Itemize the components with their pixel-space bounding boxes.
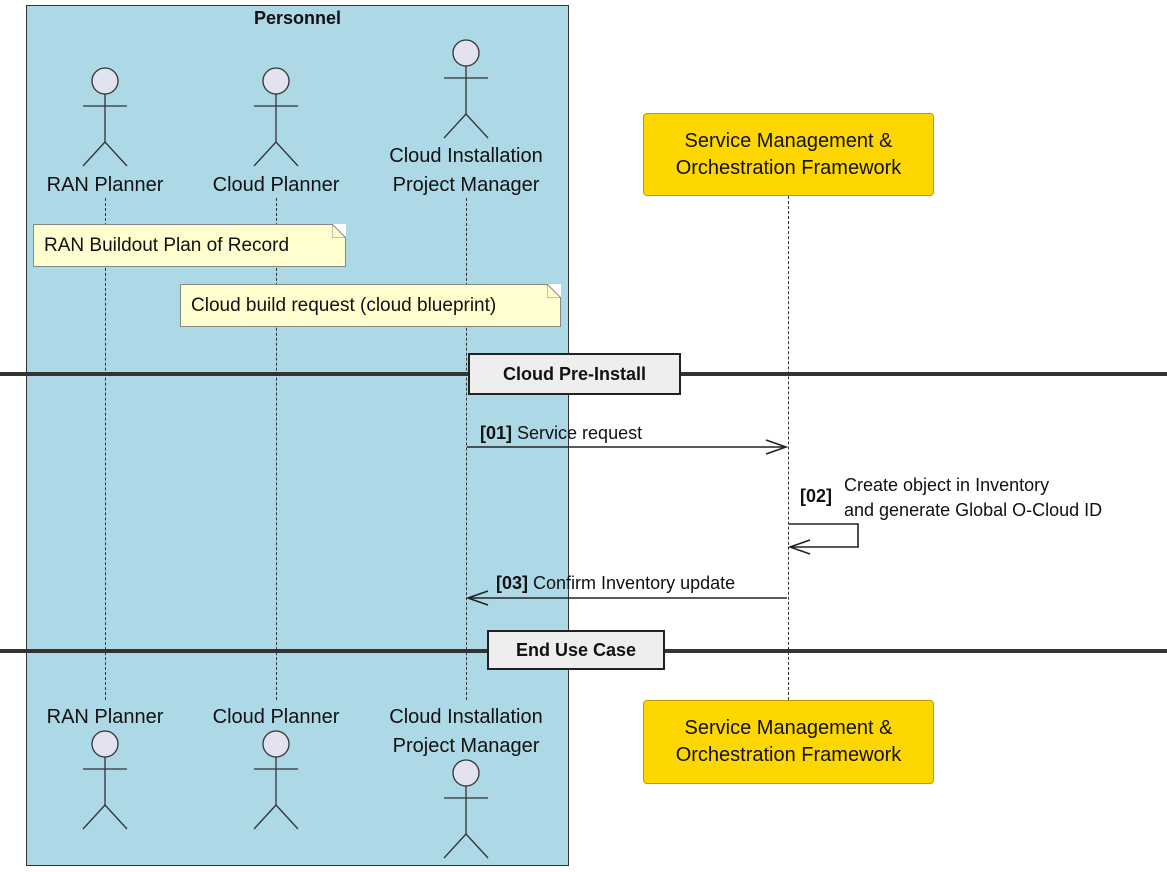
lifeline-cloud-installation-pm bbox=[466, 198, 467, 700]
message-step: [01] bbox=[480, 423, 513, 443]
message-02-label: Create object in Inventory and generate … bbox=[844, 473, 1102, 523]
message-03-label: [03] Confirm Inventory update bbox=[496, 573, 735, 594]
actor-figure-cloud-planner-bottom bbox=[253, 730, 299, 830]
message-text: Confirm Inventory update bbox=[533, 573, 736, 593]
note-fold-icon bbox=[547, 284, 561, 298]
participant-label-line1: Service Management & bbox=[684, 717, 893, 739]
message-text-line2: and generate Global O-Cloud ID bbox=[844, 500, 1103, 520]
message-text-line1: Create object in Inventory bbox=[844, 475, 1050, 495]
actor-figure-cloud-planner-top bbox=[253, 67, 299, 167]
participant-label-line1: Service Management & bbox=[684, 129, 893, 152]
divider-cloud-pre-install: Cloud Pre-Install bbox=[468, 353, 681, 395]
message-01-label: [01] Service request bbox=[480, 423, 642, 444]
actor-label-line2: Project Manager bbox=[392, 735, 540, 757]
actor-figure-cloud-installation-pm-bottom bbox=[443, 759, 489, 859]
note-text: Cloud build request (cloud blueprint) bbox=[191, 294, 497, 316]
note-text: RAN Buildout Plan of Record bbox=[44, 234, 290, 256]
note-fold-icon bbox=[332, 224, 346, 238]
message-text: Service request bbox=[517, 423, 643, 443]
lifeline-ran-planner bbox=[105, 198, 106, 700]
participant-label-line2: Orchestration Framework bbox=[675, 156, 902, 179]
participant-smo-framework-bottom: Service Management & Orchestration Frame… bbox=[643, 700, 934, 784]
lifeline-smo-framework bbox=[788, 196, 789, 700]
participant-label-line2: Orchestration Framework bbox=[675, 744, 902, 766]
participant-smo-framework-top: Service Management & Orchestration Frame… bbox=[643, 113, 934, 196]
divider-end-use-case: End Use Case bbox=[487, 630, 665, 670]
actor-label-cloud-installation-pm-top: Cloud Installation Project Manager bbox=[356, 142, 576, 200]
actor-figure-ran-planner-top bbox=[82, 67, 128, 167]
actor-label-cloud-planner-top: Cloud Planner bbox=[212, 174, 340, 196]
personnel-group-box bbox=[26, 5, 569, 866]
arrow-create-object bbox=[789, 523, 859, 548]
arrow-head-confirm-inventory bbox=[465, 590, 489, 606]
arrow-head-create-object bbox=[787, 539, 811, 555]
actor-figure-ran-planner-bottom bbox=[82, 730, 128, 830]
personnel-group-title: Personnel bbox=[253, 8, 342, 28]
actor-figure-cloud-installation-pm-top bbox=[443, 39, 489, 139]
actor-label-cloud-installation-pm-bottom: Cloud Installation Project Manager bbox=[356, 703, 576, 761]
actor-label-line1: Cloud Installation bbox=[389, 145, 543, 167]
actor-label-line1: Cloud Installation bbox=[389, 706, 543, 728]
arrow-head-service-request bbox=[765, 439, 789, 455]
actor-label-ran-planner-top: RAN Planner bbox=[46, 174, 164, 196]
message-02-step: [02] bbox=[800, 486, 833, 506]
actor-label-ran-planner-bottom: RAN Planner bbox=[46, 706, 164, 728]
actor-label-cloud-planner-bottom: Cloud Planner bbox=[212, 706, 340, 728]
note-cloud-build-request: Cloud build request (cloud blueprint) bbox=[180, 284, 561, 327]
note-ran-buildout-plan: RAN Buildout Plan of Record bbox=[33, 224, 346, 267]
actor-label-line2: Project Manager bbox=[392, 174, 540, 196]
lifeline-cloud-planner bbox=[276, 198, 277, 700]
message-step: [03] bbox=[496, 573, 529, 593]
